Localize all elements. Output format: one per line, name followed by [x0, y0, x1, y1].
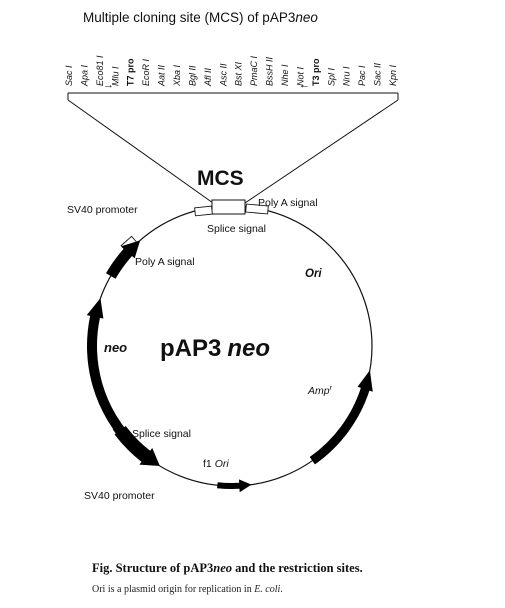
figure-caption-title: Fig. Structure of pAP3neo and the restri… [92, 561, 363, 575]
figure-caption-note: Ori is a plasmid origin for replication … [92, 584, 283, 595]
restriction-site-label: Not I [295, 66, 305, 86]
amp-label: Ampr [307, 385, 333, 397]
amp-resistance-arrow [309, 370, 373, 465]
restriction-site-label: EcoR I [141, 58, 151, 86]
mcs-bracket [67, 92, 399, 100]
restriction-site-label: Asc II [218, 63, 228, 87]
sv40-promoter-top-arrow [105, 240, 141, 279]
restriction-site-label: Apa I [79, 64, 89, 87]
neo-gene-arrow [86, 298, 137, 449]
poly-a-box-top [245, 203, 269, 215]
restriction-site-label: Aat II [157, 64, 167, 87]
restriction-site-label: Afl II [203, 67, 213, 87]
poly-a-signal-top-label: Poly A signal [258, 197, 318, 209]
restriction-site-label: Kpn I [388, 64, 398, 86]
splice-signal-top-label: Splice signal [207, 223, 266, 235]
restriction-site-label: Nru I [342, 66, 352, 86]
sv40-promoter-top-label: SV40 promoter [67, 204, 138, 216]
mcs-funnel-left [67, 99, 214, 204]
restriction-site-label: Spl I [326, 67, 336, 86]
restriction-site-list: Sac I Apa I Eco81 I Mlu I T7 pro EcoR I Aat II… [64, 55, 398, 87]
mcs-box [211, 199, 246, 215]
restriction-site-label: Mlu I [110, 66, 120, 86]
restriction-site-label: Pac I [357, 65, 367, 86]
ori-label: Ori [305, 268, 322, 280]
restriction-site-label: PmaC I [249, 55, 259, 86]
restriction-site-label: Bgl II [187, 65, 197, 86]
restriction-site-label: Bst XI [234, 61, 244, 86]
restriction-site-label: Nhe I [280, 64, 290, 86]
restriction-site-label: Sac II [373, 62, 383, 86]
splice-signal-bottom-label: Splice signal [132, 428, 191, 440]
t7-direction-arrow: → [103, 79, 114, 91]
restriction-site-label: T3 pro [311, 58, 321, 86]
mcs-funnel-right [244, 99, 399, 204]
splice-signal-box-top [194, 205, 213, 217]
mcs-header: Multiple cloning site (MCS) of pAP3neo [83, 10, 318, 25]
t3-direction-arrow: ← [299, 79, 310, 91]
f1-ori-label: f1 Ori [203, 458, 229, 470]
neo-label: neo [104, 340, 127, 355]
f1-ori-arrow [217, 479, 252, 493]
sv40-promoter-bottom-label: SV40 promoter [84, 490, 155, 502]
poly-a-signal-left-label: Poly A signal [135, 256, 195, 268]
restriction-site-label: Xba I [172, 64, 182, 87]
restriction-site-label: T7 pro [126, 58, 136, 86]
restriction-site-label: Sac I [64, 65, 74, 86]
plasmid-map-diagram: Multiple cloning site (MCS) of pAP3neo S… [64, 10, 399, 502]
restriction-site-label: Eco81 I [95, 55, 105, 86]
sv40-promoter-bottom-arrow [114, 426, 160, 467]
restriction-site-label: BssH II [265, 56, 275, 86]
mcs-label: MCS [197, 167, 244, 190]
